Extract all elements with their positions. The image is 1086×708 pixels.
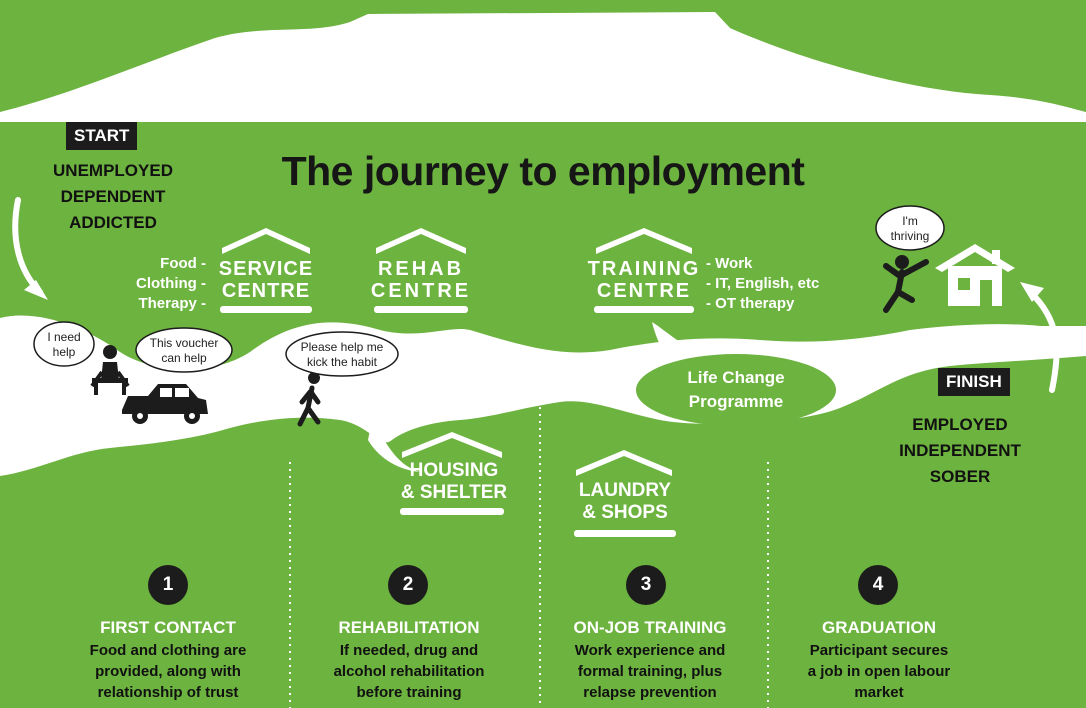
bubble-line: I'm xyxy=(902,214,918,228)
finish-states: EMPLOYED INDEPENDENT SOBER xyxy=(890,412,1030,490)
service-centre-items: Food - Clothing - Therapy - xyxy=(100,254,206,314)
house-icon xyxy=(935,244,1015,306)
step-line: Food and clothing are xyxy=(89,642,247,659)
housing-shelter-label: HOUSING & SHELTER xyxy=(392,460,516,504)
page-title: The journey to employment xyxy=(281,148,805,194)
finish-state: SOBER xyxy=(929,467,991,486)
life-change-programme: Life Change Programme xyxy=(646,366,826,414)
centre-roofs xyxy=(220,228,694,537)
laundry-line2: & SHOPS xyxy=(582,502,668,523)
step-number-badge: 3 xyxy=(626,565,666,605)
training-item: - OT therapy xyxy=(706,295,795,312)
finish-arrow xyxy=(1027,289,1060,393)
bubble-line: I need xyxy=(47,330,81,344)
walking-person-icon xyxy=(297,372,321,427)
rehab-centre-line2: CENTRE xyxy=(370,280,472,302)
step-heading: FIRST CONTACT xyxy=(100,618,236,637)
finish-state: EMPLOYED xyxy=(912,415,1008,434)
step-description: Food and clothing are provided, along wi… xyxy=(48,640,288,703)
rehab-centre-line1: REHAB xyxy=(377,258,465,280)
step-description: Participant secures a job in open labour… xyxy=(774,640,984,703)
service-centre-label: SERVICE CENTRE xyxy=(212,258,320,302)
sitting-person-icon xyxy=(90,345,130,395)
step-number-badge: 2 xyxy=(388,565,428,605)
bubble-line: Please help me xyxy=(300,340,384,354)
step-line: Work experience and xyxy=(574,642,726,659)
step-number-badge: 4 xyxy=(858,565,898,605)
bubble-kick-habit: Please help me kick the habit xyxy=(286,340,398,370)
mountain-silhouette xyxy=(0,12,1086,122)
bubble-line: help xyxy=(52,345,76,359)
start-state: ADDICTED xyxy=(69,213,157,232)
column-dividers xyxy=(289,400,769,708)
housing-line2: & SHELTER xyxy=(400,482,508,503)
step-heading: ON-JOB TRAINING xyxy=(573,618,727,637)
finish-state: INDEPENDENT xyxy=(899,441,1021,460)
step-line: before training xyxy=(356,684,462,701)
road-branch-training xyxy=(652,322,700,359)
speech-bubbles xyxy=(33,205,945,377)
step-line: a job in open labour xyxy=(807,663,951,680)
laundry-line1: LAUNDRY xyxy=(578,480,672,501)
bubble-thriving: I'm thriving xyxy=(878,214,942,244)
service-item: Food - xyxy=(160,255,206,272)
finish-arrow-head xyxy=(1020,282,1044,302)
step-line: formal training, plus xyxy=(577,663,723,680)
start-arrow xyxy=(12,197,43,295)
road-branch-housing xyxy=(368,420,420,472)
start-arrow-head xyxy=(24,280,48,300)
thriving-person-icon xyxy=(883,255,929,313)
training-centre-line2: CENTRE xyxy=(596,280,692,302)
step-heading: REHABILITATION xyxy=(338,618,480,637)
step-line: Participant secures xyxy=(809,642,949,659)
bubble-line: thriving xyxy=(890,229,930,243)
step-line: market xyxy=(854,684,904,701)
finish-badge: FINISH xyxy=(938,368,1010,396)
step-description: Work experience and formal training, plu… xyxy=(540,640,760,703)
programme-line: Programme xyxy=(688,392,784,411)
service-item: Clothing - xyxy=(136,275,206,292)
start-states: UNEMPLOYED DEPENDENT ADDICTED xyxy=(38,158,188,236)
start-badge: START xyxy=(66,122,138,150)
housing-line1: HOUSING xyxy=(409,460,499,481)
training-centre-label: TRAINING CENTRE xyxy=(586,258,702,302)
winding-road xyxy=(0,315,1086,476)
bubble-line: can help xyxy=(161,351,207,365)
service-centre-line2: CENTRE xyxy=(221,280,311,302)
step-line: relationship of trust xyxy=(97,684,239,701)
programme-line: Life Change xyxy=(687,368,785,387)
step-line: provided, along with xyxy=(95,663,241,680)
step-number-badge: 1 xyxy=(148,565,188,605)
rehab-centre-label: REHAB CENTRE xyxy=(368,258,474,302)
step-line: If needed, drug and xyxy=(339,642,479,659)
step-description: If needed, drug and alcohol rehabilitati… xyxy=(294,640,524,703)
start-state: UNEMPLOYED xyxy=(53,161,173,180)
bubble-need-help: I need help xyxy=(36,330,92,360)
step-heading: GRADUATION xyxy=(822,618,936,637)
bubble-line: kick the habit xyxy=(306,355,378,369)
bubble-line: This voucher xyxy=(149,336,219,350)
training-centre-line1: TRAINING xyxy=(587,258,701,280)
service-centre-line1: SERVICE xyxy=(218,258,314,280)
start-state: DEPENDENT xyxy=(60,187,166,206)
step-line: alcohol rehabilitation xyxy=(333,663,485,680)
service-item: Therapy - xyxy=(138,295,206,312)
car-icon xyxy=(122,384,208,424)
bubble-voucher: This voucher can help xyxy=(138,336,230,366)
training-centre-items: - Work - IT, English, etc - OT therapy xyxy=(706,254,856,314)
laundry-shops-label: LAUNDRY & SHOPS xyxy=(566,480,684,524)
training-item: - IT, English, etc xyxy=(706,275,820,292)
training-item: - Work xyxy=(706,255,753,272)
programme-ellipse xyxy=(636,354,836,426)
step-line: relapse prevention xyxy=(583,684,717,701)
road-branch-start xyxy=(0,368,80,410)
